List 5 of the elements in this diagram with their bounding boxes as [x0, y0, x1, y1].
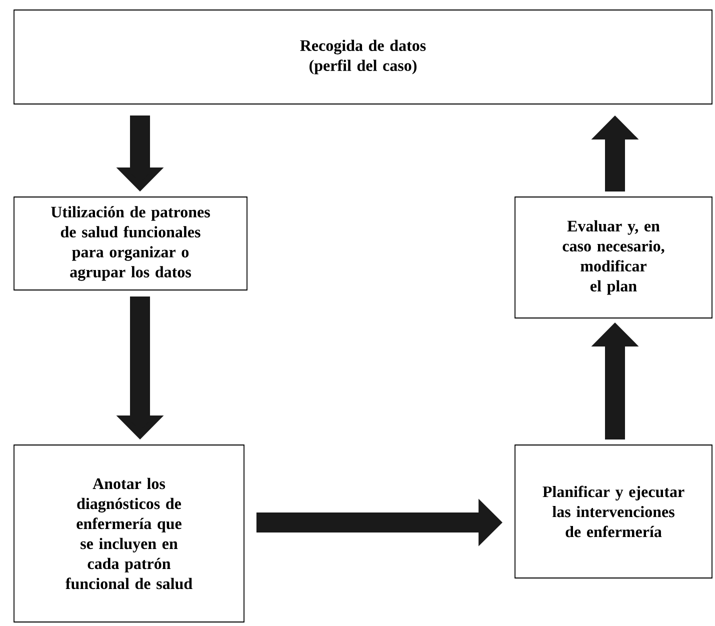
process-box: Anotar los diagnósticos de enfermería que se incluyen en cada patrón funcional de salud	[14, 444, 244, 622]
process-box: Recogida de datos (perfil del caso)	[14, 10, 712, 104]
process-box: Utilización de patrones de salud funcionales para organizar o agrupar los datos	[14, 196, 248, 290]
process-box: Planificar y ejecutar las intervenciones de enfermería	[514, 444, 712, 578]
process-box: Evaluar y, en caso necesario, modificar el plan	[514, 196, 712, 318]
